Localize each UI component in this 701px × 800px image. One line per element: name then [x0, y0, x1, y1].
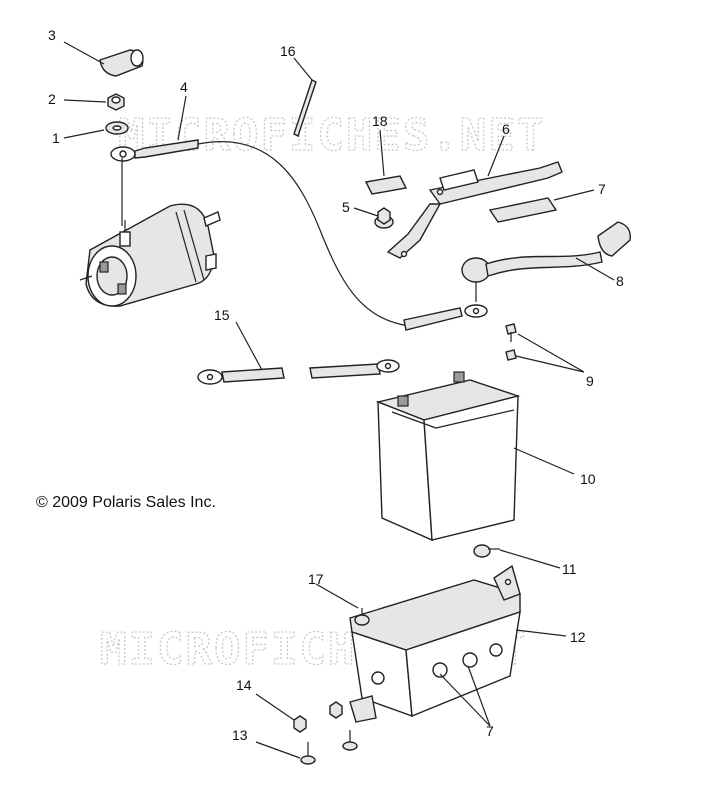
callout-7-upper: 7: [598, 181, 606, 197]
screws-part: [300, 730, 358, 765]
battery-bracket-part: [386, 161, 563, 259]
callout-9: 9: [586, 373, 594, 389]
callout-11: 11: [562, 561, 577, 577]
battery-tray-part: [349, 564, 521, 723]
starter-motor: [79, 158, 221, 307]
terminal-boot-part: [99, 49, 144, 77]
watermark-top: MICROFICHES.NET: [118, 110, 545, 161]
callout-17: 17: [308, 571, 324, 587]
callout-15: 15: [214, 307, 230, 323]
callout-10: 10: [580, 471, 596, 487]
callout-1: 1: [52, 130, 60, 146]
hold-down-strap-part: [293, 79, 317, 137]
screw-part: [354, 608, 370, 626]
pad-part: [364, 175, 408, 195]
callouts: 3 2 1 4 16 18 6 5 7 8 9 10 11 12 17 14 1…: [48, 27, 624, 743]
callout-16: 16: [280, 43, 296, 59]
bolt-part: [473, 544, 500, 558]
callout-5: 5: [342, 199, 350, 215]
callout-12: 12: [570, 629, 586, 645]
positive-cable-part: [461, 221, 631, 302]
copyright-notice: © 2009 Polaris Sales Inc.: [36, 494, 216, 511]
starter-cable-part: [110, 139, 488, 331]
foam-pad-upper-part: [488, 197, 558, 223]
terminal-bolts-part: [505, 323, 517, 361]
callout-13: 13: [232, 727, 248, 743]
callout-18: 18: [372, 113, 388, 129]
lock-nuts-part: [293, 701, 343, 733]
flange-nut-part: [374, 207, 394, 229]
negative-cable-part: [197, 359, 400, 385]
callout-4: 4: [180, 79, 188, 95]
callout-3: 3: [48, 27, 56, 43]
nut-part: [107, 93, 125, 111]
washer-part: [105, 121, 129, 135]
callout-14: 14: [236, 677, 252, 693]
callout-6: 6: [502, 121, 510, 137]
callout-2: 2: [48, 91, 56, 107]
battery-part: [375, 371, 521, 542]
leader-lines: [63, 41, 615, 759]
callout-8: 8: [616, 273, 624, 289]
callout-7-lower: 7: [486, 723, 494, 739]
